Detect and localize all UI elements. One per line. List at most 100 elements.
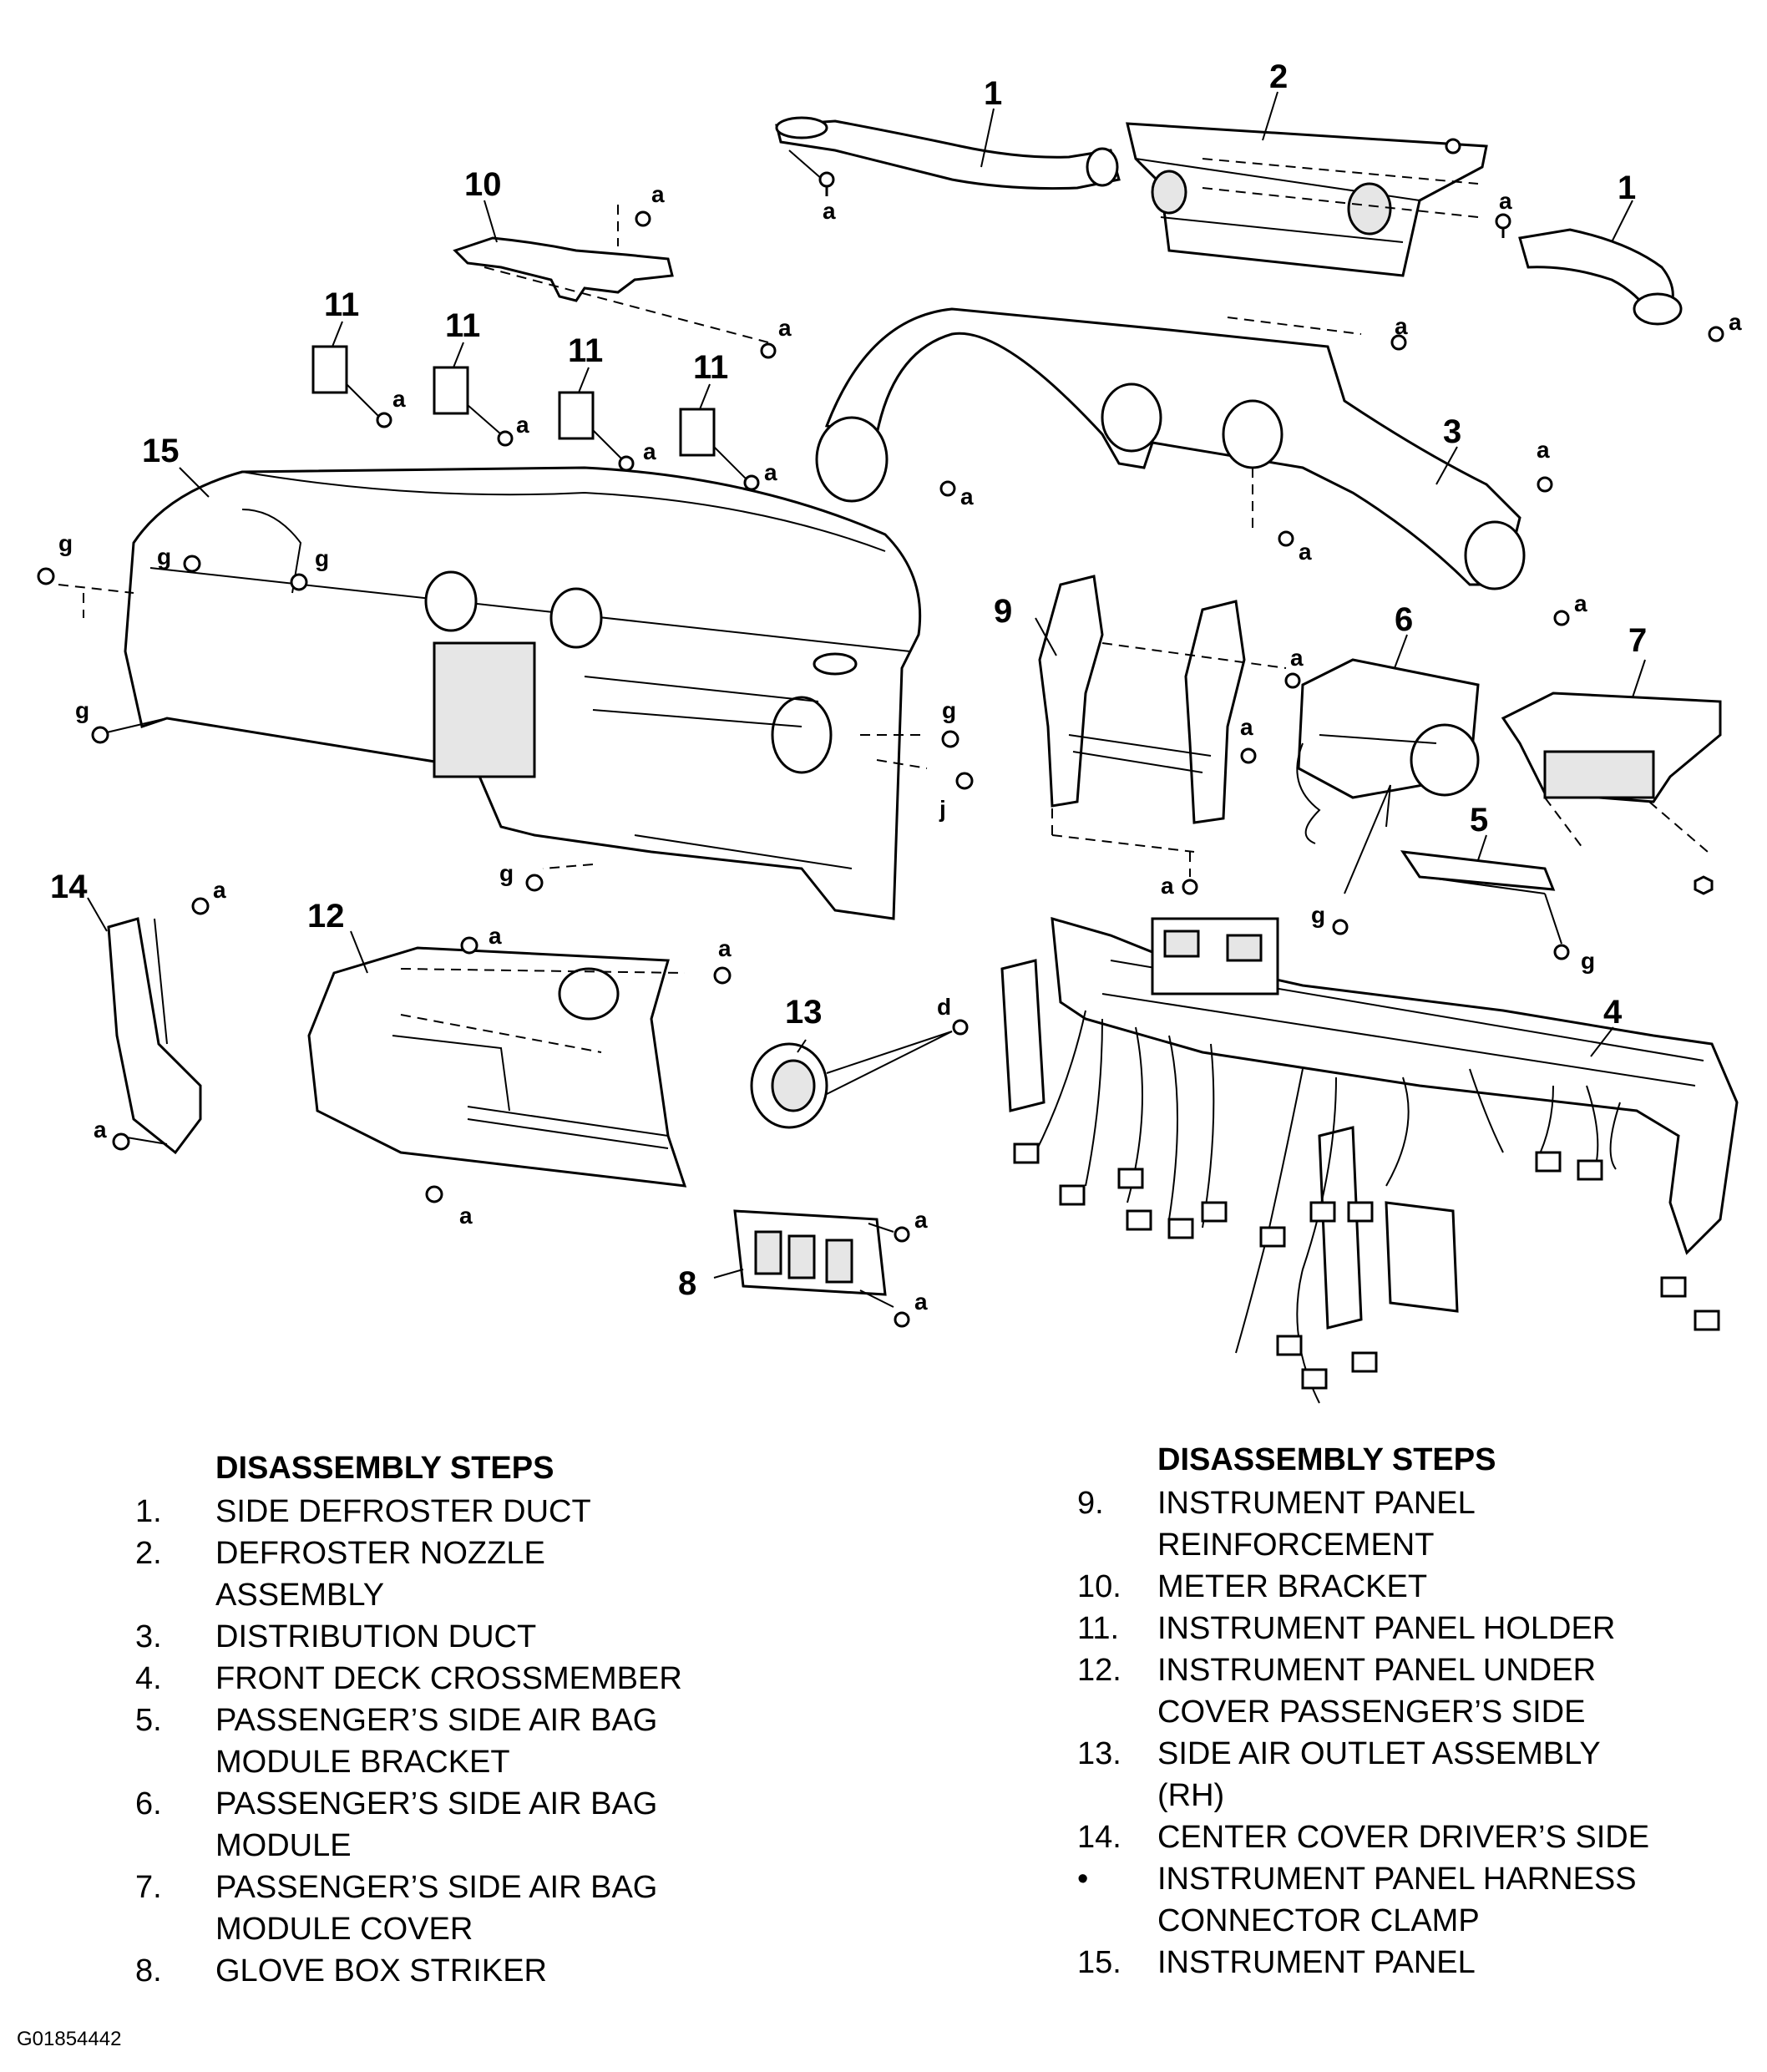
instrument-panel-reinforcement [1035,575,1287,877]
step-number: 13. [1077,1736,1121,1771]
front-deck-crossmember [1000,916,1739,1404]
callout-5: 5 [1470,802,1488,838]
screw-icon [618,455,635,472]
screw-icon [952,1019,969,1036]
callout-8: 8 [678,1265,696,1302]
callout-6: 6 [1395,601,1413,638]
callout-10: 10 [464,166,502,203]
screw-icon [460,936,478,955]
step-text: PASSENGER’S SIDE AIR BAG [215,1703,658,1738]
screw-icon [1332,919,1349,935]
screw-icon [760,342,777,359]
screw-icon [1708,326,1724,342]
instrument-panel-holder-4 [679,383,748,481]
step-text: METER BRACKET [1157,1569,1428,1604]
step-text: ASSEMBLY [215,1578,385,1613]
step-row: 1.SIDE DEFROSTER DUCT [135,1491,853,1532]
step-text: SIDE DEFROSTER DUCT [215,1494,591,1529]
step-text: INSTRUMENT PANEL HOLDER [1157,1611,1616,1646]
screw-icon [1445,138,1461,155]
screw-icon [1240,747,1257,764]
fastener-label-a: a [764,459,777,485]
disassembly-steps-right: DISASSEMBLY STEPS 9.INSTRUMENT PANEL REI… [1077,1439,1745,1983]
screw-icon [376,412,392,428]
step-text: MODULE COVER [215,1912,473,1947]
instrument-panel-holder-1 [311,321,381,418]
step-number: 2. [135,1536,162,1571]
step-text: PASSENGER’S SIDE AIR BAG [215,1870,658,1905]
step-bullet: • [1077,1862,1089,1897]
screw-icon [183,555,201,573]
air-bag-module-bracket [1400,834,1562,945]
step-text: CONNECTOR CLAMP [1157,1903,1480,1938]
screw-icon [1182,879,1198,895]
fastener-label-g: g [157,544,171,570]
step-row: 14. CENTER COVER DRIVER’S SIDE [1077,1816,1745,1858]
glove-box-striker [713,1209,894,1308]
step-row: 8.GLOVE BOX STRIKER [135,1950,853,1992]
screw-icon [1495,213,1511,238]
passenger-air-bag-module [1296,634,1480,894]
fastener-label-a: a [1729,309,1742,335]
center-cover-drivers-side [87,897,202,1155]
screw-icon [37,567,55,585]
fastener-label-a: a [718,935,732,961]
step-number: 14. [1077,1820,1121,1855]
screw-icon [1278,530,1294,547]
step-row: (RH) [1077,1775,1745,1816]
step-row: 6. PASSENGER’S SIDE AIR BAG [135,1783,853,1825]
step-text: CENTER COVER DRIVER’S SIDE [1157,1820,1650,1855]
step-number: 3. [135,1619,162,1654]
step-number: 4. [135,1661,162,1696]
step-text: INSTRUMENT PANEL HARNESS [1157,1862,1637,1897]
fastener-label-j: j [939,796,946,822]
step-number: 6. [135,1786,162,1821]
fastener-label-a: a [213,877,226,903]
screw-icon [290,573,308,591]
fastener-label-a: a [94,1117,107,1142]
step-row: COVER PASSENGER’S SIDE [1077,1691,1745,1733]
fastener-label-a: a [489,923,502,949]
fastener-label-a: a [778,315,792,341]
screw-icon [425,1185,443,1203]
step-row: 9.INSTRUMENT PANEL [1077,1482,1745,1524]
exploded-parts-diagram: 1 a 2 a 1 a 10 a a 11 a [37,58,1742,1404]
step-number [135,1908,215,1950]
step-row: 7.PASSENGER’S SIDE AIR BAG [135,1867,853,1908]
fastener-label-a: a [1499,188,1512,214]
screw-icon [818,171,835,196]
screw-icon [955,772,974,790]
step-number: 9. [1077,1486,1104,1521]
step-text: INSTRUMENT PANEL UNDER [1157,1653,1597,1688]
step-row: ASSEMBLY [135,1574,853,1616]
step-text: PASSENGER’S SIDE AIR BAG [215,1786,658,1821]
callout-2: 2 [1269,58,1288,95]
screw-icon [191,897,210,915]
fastener-label-a: a [823,198,836,224]
callout-12: 12 [307,898,345,935]
fastener-label-a: a [1395,313,1408,339]
step-number: 5. [135,1703,162,1738]
step-number: 10. [1077,1569,1121,1604]
fastener-label-g: g [942,697,956,723]
side-defroster-duct-right [1518,200,1683,326]
fastener-label-a: a [643,438,656,464]
step-row: 13.SIDE AIR OUTLET ASSEMBLY [1077,1733,1745,1775]
step-row: MODULE BRACKET [135,1741,853,1783]
instrument-panel-under-cover-passenger [307,930,687,1188]
step-text: INSTRUMENT PANEL [1157,1945,1476,1980]
step-number [135,1574,215,1616]
screw-icon [1284,672,1301,689]
callout-15: 15 [142,433,180,469]
fastener-label-a: a [516,412,529,438]
side-defroster-duct-left [775,108,1121,190]
step-text: COVER PASSENGER’S SIDE [1157,1695,1586,1730]
callout-11b: 11 [445,307,480,344]
callout-14: 14 [50,869,88,905]
screw-icon [1537,476,1553,493]
step-row: MODULE COVER [135,1908,853,1950]
step-row: 4.FRONT DECK CROSSMEMBER [135,1658,853,1700]
fastener-label-a: a [1161,873,1174,899]
screw-icon [894,1226,910,1243]
screw-icon [713,966,732,985]
